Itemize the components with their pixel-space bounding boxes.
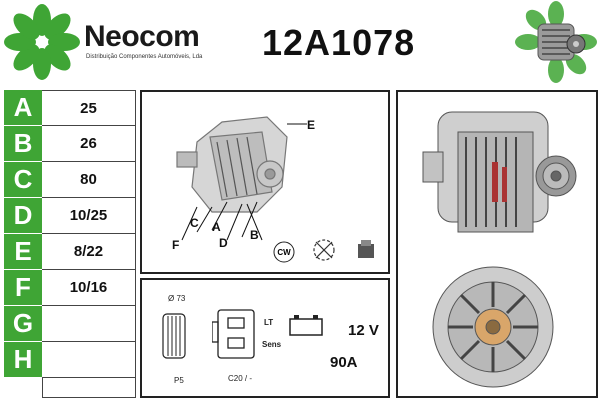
table-row: F 10/16 [4,270,136,306]
connector-sens: Sens [262,340,282,349]
spec-letter: C [4,162,42,198]
connector-icon [212,309,255,359]
label-e: E [307,118,316,132]
table-row-empty [42,378,136,398]
label-d: D [219,236,228,250]
spec-value: 25 [42,90,136,126]
flower-logo-icon [4,4,80,80]
label-c: C [190,216,199,230]
neocom-logo [2,2,82,82]
pulley-type: P5 [174,376,184,385]
spec-value: 26 [42,126,136,162]
dimension-diagram: CW E C A F D B [140,90,390,274]
table-row: G [4,306,136,342]
alternator-photo-icon [422,111,577,388]
table-row: A 25 [4,90,136,126]
spec-value [42,342,136,378]
label-a: A [212,220,221,234]
spec-value [42,306,136,342]
spec-table: A 25 B 26 C 80 D 10/25 E 8/22 F 10/16 G … [4,90,136,378]
pulley-icon [162,313,186,359]
table-row: E 8/22 [4,234,136,270]
product-photo [396,90,598,398]
brand-name: Neocom [84,20,200,53]
spec-value: 10/25 [42,198,136,234]
battery-icon [289,315,323,336]
spec-value: 10/16 [42,270,136,306]
product-thumbnail[interactable] [512,0,600,84]
label-f: F [172,238,180,252]
table-row: H [4,342,136,378]
table-row: B 26 [4,126,136,162]
pulley-diameter: Ø 73 [168,294,186,303]
alternator-sketch-icon: CW [176,116,374,263]
table-row: C 80 [4,162,136,198]
amperage-value: 90A [330,354,358,371]
spec-letter: E [4,234,42,270]
spec-letter: G [4,306,42,342]
product-code: 12A1078 [262,22,416,63]
spec-letter: H [4,342,42,378]
spec-letter: A [4,90,42,126]
spec-letter: B [4,126,42,162]
spec-letter: F [4,270,42,306]
voltage-value: 12 V [348,322,379,339]
rotation-label: CW [277,248,291,257]
spec-value: 80 [42,162,136,198]
label-b: B [250,228,259,242]
connector-code: C20 / - [228,374,253,383]
connector-lt: LT [264,318,274,327]
table-row: D 10/25 [4,198,136,234]
spec-letter: D [4,198,42,234]
brand-tagline: Distribuição Componentes Automóveis, Lda [86,54,203,60]
spec-value: 8/22 [42,234,136,270]
electrical-specs: Ø 73 P5 LT Sens C20 / - 12 V 90A [140,278,390,398]
